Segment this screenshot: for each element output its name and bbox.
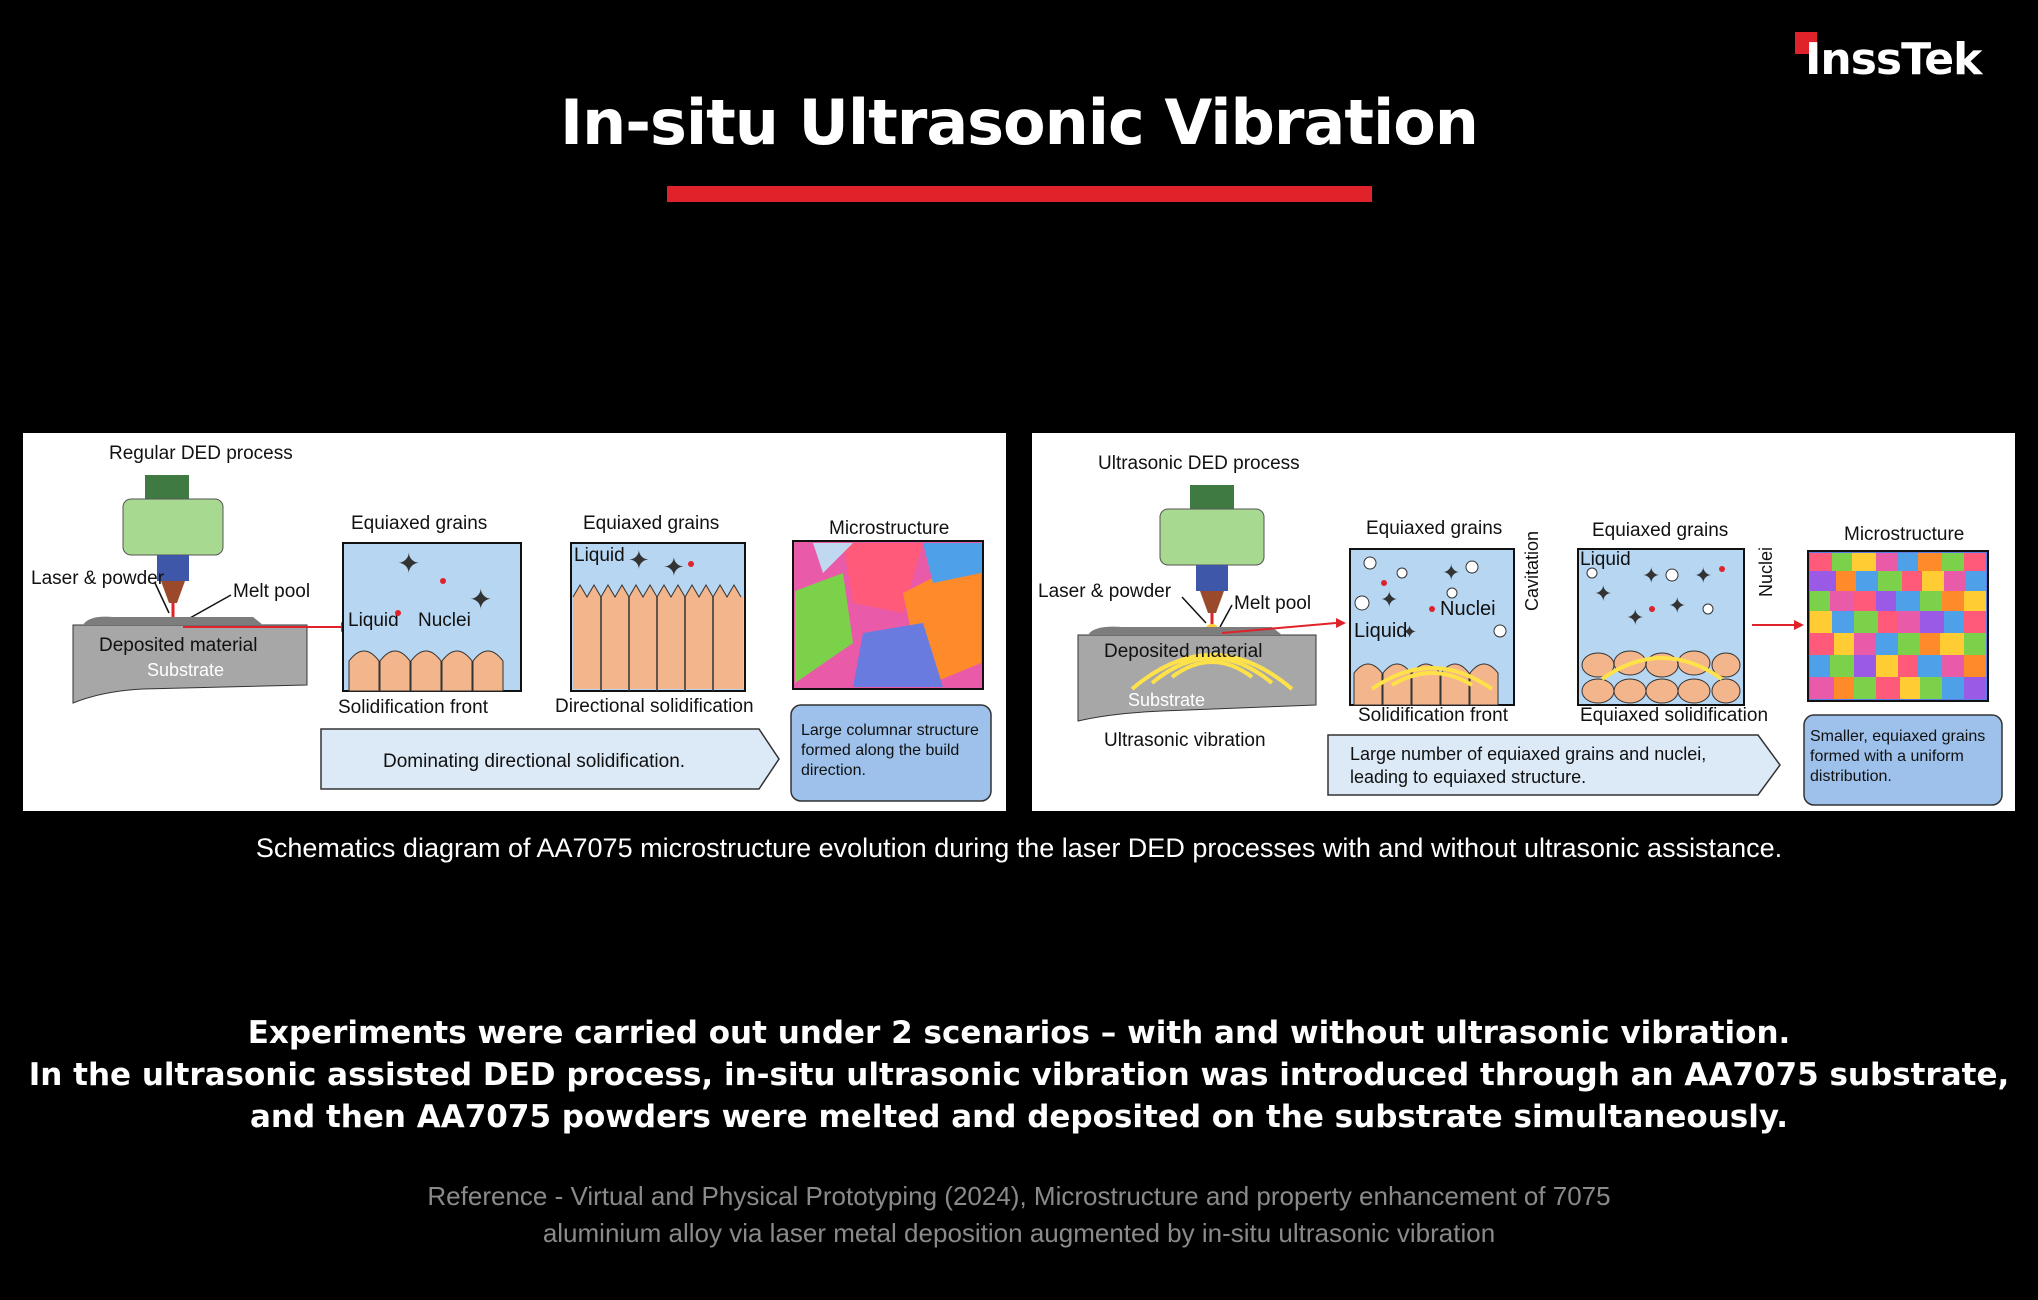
vibration-waves [1130, 653, 1294, 691]
laser-head-top [145, 475, 189, 499]
grain-icon: ✦ [1402, 622, 1417, 642]
diagram-label: leading to equiaxed structure. [1350, 767, 1586, 787]
diagram-label: Laser & powder [1038, 581, 1172, 602]
diagram-label: Nuclei [1756, 547, 1776, 597]
diagram-label: Directional solidification [555, 696, 754, 717]
title-underline [667, 186, 1372, 202]
insstek-logo: InssTek [1795, 30, 2000, 90]
diagram-label: formed with a uniform [1810, 748, 1964, 765]
diagram-label: direction. [801, 762, 866, 779]
diagram-label: distribution. [1810, 768, 1892, 785]
diagram-label: Substrate [1128, 690, 1205, 710]
diagram-label: Cavitation [1522, 531, 1542, 611]
laser-head-body [122, 498, 224, 556]
reference-line: aluminium alloy via laser metal depositi… [542, 1218, 1496, 1248]
diagram-label: Liquid [574, 545, 625, 566]
substrate-shape [72, 624, 308, 704]
laser-head-body [1159, 508, 1265, 566]
diagram-label: Equiaxed grains [351, 513, 487, 534]
conclusion-arrow [1327, 734, 1781, 796]
grain-icon: ✦ [469, 584, 492, 615]
diagram-label: Smaller, equiaxed grains [1810, 728, 1985, 745]
grain-icon: ✦ [1626, 605, 1644, 630]
diagram-label: Ultrasonic DED process [1098, 453, 1300, 474]
regular-ded-diagram: Regular DED process Laser & powder Melt … [23, 433, 1006, 811]
diagram-label: Equiaxed grains [1592, 520, 1728, 541]
grain-icon: ✦ [663, 552, 685, 582]
laser-nozzle [157, 555, 189, 581]
diagram-label: Dominating directional solidification. [383, 751, 685, 772]
ultrasonic-ded-diagram: Ultrasonic DED process Laser & powder Me… [1032, 433, 2015, 811]
reference: Reference - Virtual and Physical Prototy… [0, 1178, 2038, 1252]
laser-tip [161, 581, 185, 603]
diagram-label: Laser & powder [31, 568, 165, 589]
diagram-label: Nuclei [418, 610, 471, 631]
grain-icon: ✦ [628, 545, 650, 575]
diagram-label: Equiaxed grains [583, 513, 719, 534]
grain-icon: ✦ [1668, 593, 1686, 618]
note-box [790, 704, 992, 802]
columnar-grains [573, 597, 743, 689]
regular-ded-svg: Regular DED process Laser & powder Melt … [31, 443, 992, 802]
diagram-label: Solidification front [1358, 705, 1509, 726]
diagram-label: Liquid [348, 610, 399, 631]
diagram-label: Solidification front [338, 697, 489, 718]
note-box [1803, 714, 2003, 806]
experiment-description: Experiments were carried out under 2 sce… [0, 1012, 2038, 1138]
diagram-label: Melt pool [233, 581, 310, 602]
figure-caption: Schematics diagram of AA7075 microstruct… [255, 833, 1783, 863]
process-label: Regular DED process [109, 443, 293, 464]
page-title: In-situ Ultrasonic Vibration [560, 86, 1479, 159]
logo-red-square [1795, 32, 1817, 54]
conclusion-arrow [320, 728, 780, 790]
grain-icon: ✦ [1642, 563, 1660, 588]
logo-text: InssTek [1805, 34, 1982, 85]
grain-icon: ✦ [397, 548, 420, 579]
diagram-label: Equiaxed grains [1366, 518, 1502, 539]
body-line: In the ultrasonic assisted DED process, … [28, 1057, 2010, 1093]
diagram-label: Substrate [147, 660, 224, 680]
diagram-label: Nuclei [1440, 598, 1496, 620]
diagram-label: Ultrasonic vibration [1104, 730, 1266, 751]
diagram-label: Liquid [1580, 549, 1631, 570]
diagram-label: Large columnar structure [801, 722, 979, 739]
reference-line: Reference - Virtual and Physical Prototy… [427, 1181, 1611, 1211]
body-line: and then AA7075 powders were melted and … [250, 1099, 1788, 1135]
diagram-label: Microstructure [829, 518, 949, 539]
grain-icon: ✦ [1380, 587, 1398, 612]
diagram-label: Liquid [1354, 620, 1407, 642]
diagram-label: formed along the build [801, 742, 959, 759]
diagram-label: Large number of equiaxed grains and nucl… [1350, 744, 1706, 764]
grain-icon: ✦ [1594, 581, 1612, 606]
diagram-label: Deposited material [1104, 641, 1262, 662]
diagram-label: Equiaxed solidification [1580, 705, 1768, 726]
grain-icon: ✦ [1442, 560, 1460, 585]
grain-icon: ✦ [1694, 563, 1712, 588]
diagram-label: Melt pool [1234, 593, 1311, 614]
diagram-label: Deposited material [99, 635, 257, 656]
diagram-label: Microstructure [1844, 524, 1964, 545]
body-line: Experiments were carried out under 2 sce… [247, 1015, 1791, 1051]
ultrasonic-ded-svg: Ultrasonic DED process Laser & powder Me… [1038, 453, 2003, 806]
deposited-layer [83, 616, 263, 625]
